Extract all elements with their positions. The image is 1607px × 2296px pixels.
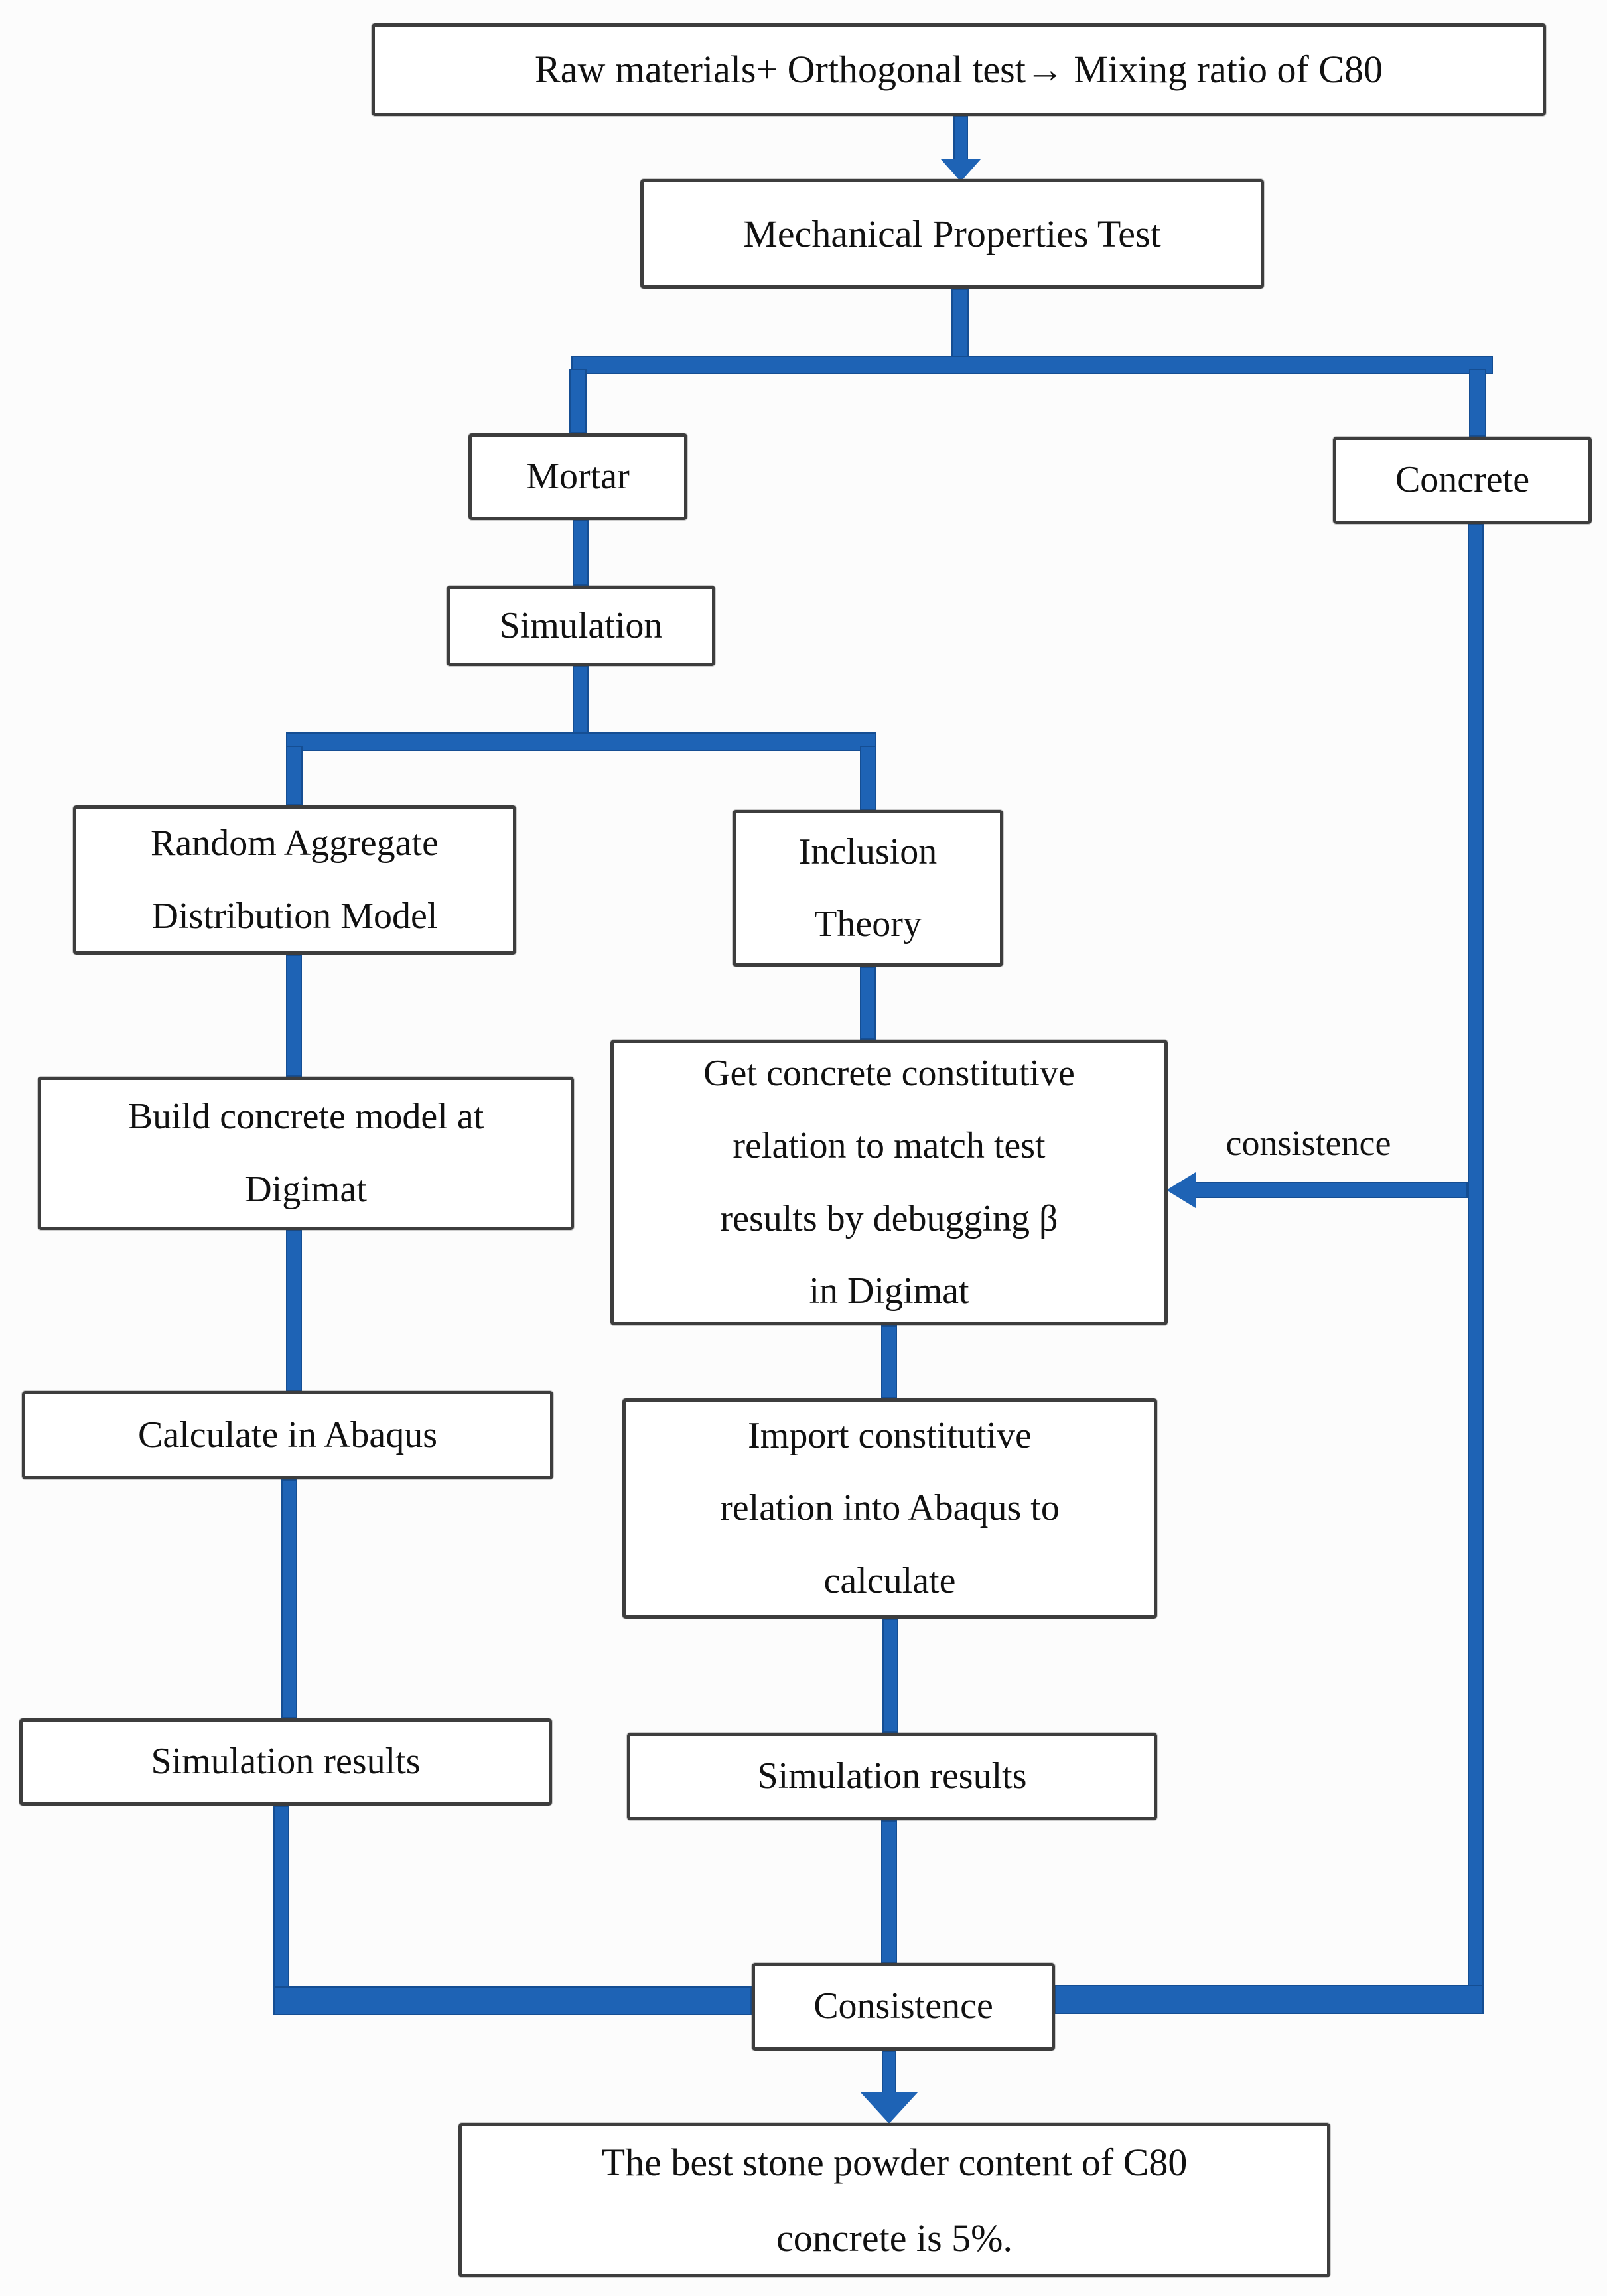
node-conclusion-label: The best stone powder content of C80 con… (601, 2141, 1188, 2260)
arrowhead-raw-to-mech-icon (941, 159, 981, 182)
connector-mech-down (951, 289, 969, 357)
connector-branch1-drop-mortar (569, 369, 587, 433)
node-import-constitutive-label: Import constitutive relation into Abaqus… (720, 1415, 1060, 1601)
node-random-aggregate-label: Random Aggregate Distribution Model (151, 823, 439, 937)
connector-import-to-simresR (882, 1619, 898, 1733)
arrowhead-conclusion-icon (860, 2092, 918, 2124)
arrowhead-feedback-icon (1166, 1172, 1196, 1208)
node-calculate-abaqus-label: Calculate in Abaqus (137, 1414, 437, 1455)
node-concrete: Concrete (1333, 437, 1592, 524)
connector-simresR-to-consistence (881, 1820, 897, 1963)
feedback-edge-label-text: consistence (1225, 1123, 1391, 1163)
node-mortar-label: Mortar (526, 455, 630, 497)
node-mortar: Mortar (468, 433, 687, 520)
node-build-model: Build concrete model at Digimat (38, 1077, 574, 1230)
node-raw-materials: Raw materials+ Orthogonal test→ Mixing r… (372, 23, 1546, 116)
connector-left-to-consistence (273, 1986, 752, 2015)
node-concrete-label: Concrete (1395, 459, 1530, 501)
node-consistence: Consistence (752, 1963, 1055, 2051)
connector-branch2-horizontal (286, 732, 876, 751)
connector-branch2-drop-inclusion (860, 746, 876, 810)
node-inclusion-theory: Inclusion Theory (733, 810, 1003, 967)
node-get-constitutive: Get concrete constitutive relation to ma… (610, 1040, 1168, 1325)
node-build-model-label: Build concrete model at Digimat (127, 1096, 484, 1210)
node-simulation-label: Simulation (499, 604, 663, 646)
node-raw-materials-label: Raw materials+ Orthogonal test→ Mixing r… (535, 48, 1383, 92)
connector-branch1-drop-concrete (1469, 369, 1486, 437)
connector-inclusion-to-get (860, 967, 876, 1040)
connector-calculate-to-simresL (281, 1479, 297, 1718)
node-mechanical-test-label: Mechanical Properties Test (743, 212, 1161, 255)
node-simulation-results-left-label: Simulation results (151, 1741, 421, 1783)
connector-right-to-consistence (1055, 1985, 1484, 2014)
connector-build-to-calculate (286, 1230, 302, 1391)
connector-get-to-import (881, 1325, 897, 1398)
feedback-edge-label: consistence (1176, 1122, 1441, 1164)
node-random-aggregate: Random Aggregate Distribution Model (73, 805, 516, 955)
connector-raw-to-mech (953, 116, 968, 164)
node-conclusion: The best stone powder content of C80 con… (458, 2123, 1330, 2277)
node-get-constitutive-label: Get concrete constitutive relation to ma… (703, 1053, 1075, 1312)
node-simulation-results-right-label: Simulation results (757, 1755, 1027, 1797)
node-mechanical-test: Mechanical Properties Test (640, 179, 1264, 289)
connector-feedback-stem (1193, 1182, 1468, 1198)
connector-consistence-to-conclusion (882, 2051, 896, 2097)
connector-simresL-down (273, 1806, 289, 2015)
node-import-constitutive: Import constitutive relation into Abaqus… (622, 1398, 1157, 1619)
connector-concrete-vertical (1468, 524, 1484, 2014)
connector-mortar-to-simulation (573, 520, 589, 586)
node-simulation-results-right: Simulation results (627, 1733, 1157, 1820)
node-calculate-abaqus: Calculate in Abaqus (22, 1391, 553, 1479)
node-simulation-results-left: Simulation results (19, 1718, 552, 1806)
node-consistence-label: Consistence (813, 1986, 993, 2027)
connector-branch2-drop-random (286, 746, 303, 805)
node-simulation: Simulation (447, 586, 715, 666)
connector-simulation-down (573, 666, 589, 734)
node-inclusion-theory-label: Inclusion Theory (798, 831, 938, 945)
connector-branch1-horizontal (571, 356, 1493, 374)
connector-random-to-build (286, 955, 302, 1077)
